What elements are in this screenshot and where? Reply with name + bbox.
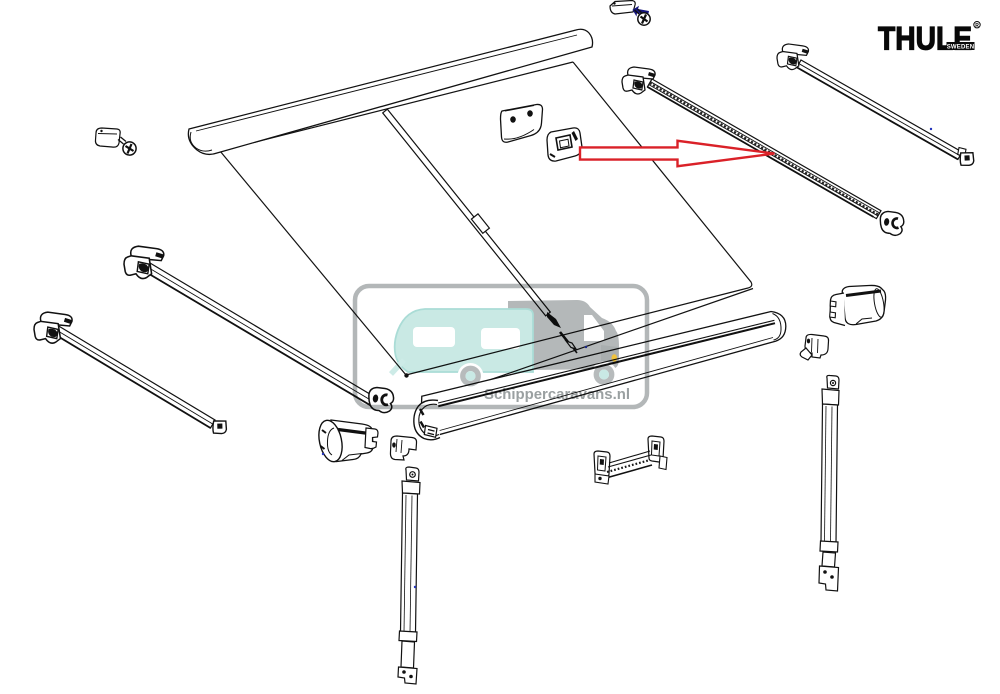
- svg-text:SWEDEN: SWEDEN: [947, 44, 975, 50]
- svg-text:Schippercaravans.nl: Schippercaravans.nl: [484, 386, 630, 403]
- svg-text:R: R: [975, 23, 979, 29]
- svg-text:THULE: THULE: [878, 21, 972, 57]
